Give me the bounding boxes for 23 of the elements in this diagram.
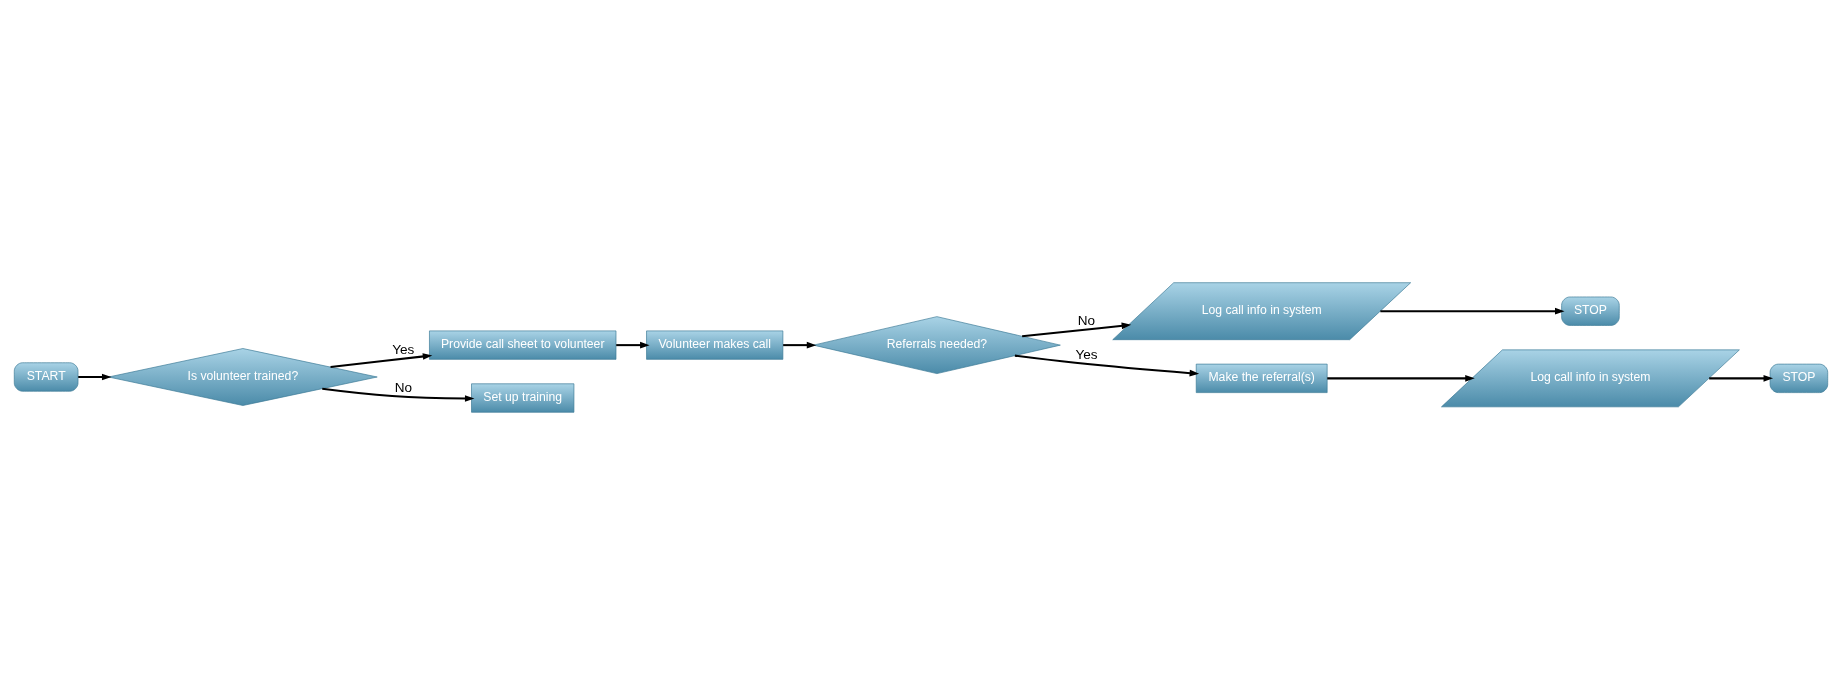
- arrow: [1326, 374, 1475, 382]
- arrow: [1021, 322, 1131, 337]
- node-box: STOP: [1560, 296, 1620, 326]
- node-box: START: [13, 361, 78, 392]
- node-box: Make the referral(s): [1195, 363, 1327, 393]
- arrow: [782, 341, 816, 348]
- node-box: Provide call sheet to volunteer: [428, 330, 616, 360]
- node-box: STOP: [1769, 363, 1828, 393]
- node-diamond: Referrals needed?: [812, 315, 1061, 374]
- arrow: [77, 373, 111, 380]
- edge-label: No: [394, 379, 412, 395]
- arrow: [1379, 307, 1565, 315]
- arrow: [1708, 374, 1773, 382]
- node-box: Set up training: [470, 382, 574, 413]
- arrow: [615, 341, 650, 348]
- edge-label: No: [1077, 312, 1095, 328]
- node-box: Volunteer makes call: [645, 330, 783, 360]
- arrow: [329, 352, 432, 368]
- arrow: [321, 387, 474, 402]
- edge-label: Yes: [391, 341, 414, 357]
- edge-label: Yes: [1074, 346, 1098, 362]
- node-diamond: Is volunteer trained?: [107, 347, 378, 406]
- arrow: [1014, 354, 1199, 376]
